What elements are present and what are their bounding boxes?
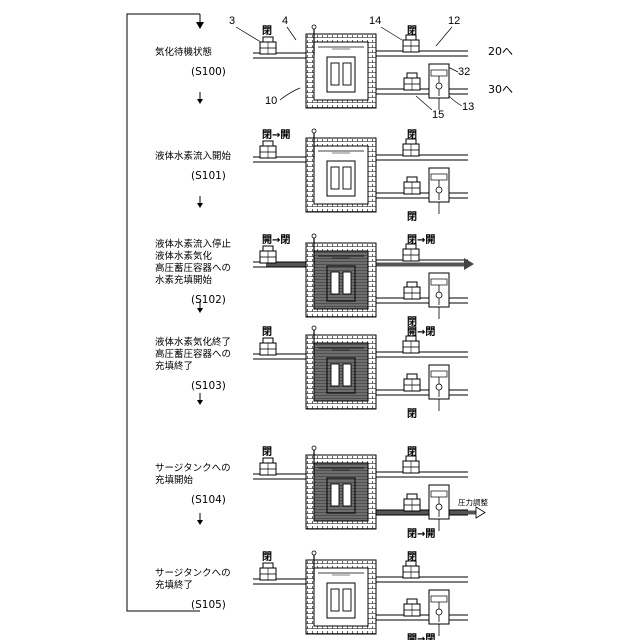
step-description: サージタンクへの [155, 568, 231, 579]
valve-state-label: 開→閉 [407, 633, 435, 640]
step-panel: サージタンクへの充填開始 (S104) 圧力調整 閉 閉閉→開 [155, 446, 488, 540]
step-description: 充填終了 [155, 579, 193, 591]
inlet-valve [260, 141, 276, 158]
flow-arrowhead [197, 99, 203, 104]
upper-outlet-valve [403, 139, 419, 156]
upper-outlet-valve [403, 35, 419, 52]
valve-state-label: 閉 [407, 551, 417, 563]
step-code: (S102) [191, 294, 226, 306]
loop-return-line [127, 14, 204, 611]
flow-arrowhead [197, 520, 203, 525]
upper-outlet-valve [403, 456, 419, 473]
step-panel: 液体水素流入開始(S101)閉→開閉閉 [155, 129, 468, 223]
dest-20: 20へ [488, 45, 513, 58]
valve-state-label: 閉 [262, 446, 272, 458]
ref-12: 12 [448, 15, 460, 27]
inlet-valve [260, 37, 276, 54]
ref-10: 10 [265, 95, 277, 107]
flow-arrowhead [197, 203, 203, 208]
valve-state-label: 閉 [262, 25, 272, 37]
step-code: (S101) [191, 170, 226, 182]
ref-14: 14 [369, 15, 381, 27]
valve-state-label: 閉→開 [262, 129, 290, 141]
valve-state-label: 開→閉 [407, 326, 435, 338]
lower-outlet-valve [404, 177, 420, 194]
step-code: (S105) [191, 599, 226, 611]
dest-30: 30へ [488, 83, 513, 96]
lower-outlet-valve [404, 494, 420, 511]
valve-state-label: 閉→開 [407, 528, 435, 540]
valve-state-label: 閉 [407, 211, 417, 223]
lower-outlet-valve [404, 374, 420, 391]
ref-13: 13 [462, 101, 474, 113]
upper-outlet-valve [403, 244, 419, 261]
lower-outlet-valve [404, 282, 420, 299]
inlet-valve [260, 246, 276, 263]
step-panel: サージタンクへの充填終了 (S105) 閉 閉開→閉 [155, 551, 468, 640]
step-code: (S103) [191, 380, 226, 392]
upper-outlet-valve [403, 336, 419, 353]
step-description: 高圧蓄圧容器への [155, 262, 231, 274]
flow-arrowhead [197, 400, 203, 405]
valve-state-label: 閉 [407, 129, 417, 141]
valve-state-label: 閉 [262, 551, 272, 563]
lower-outlet-valve [404, 599, 420, 616]
step-description: 液体水素流入停止 [155, 238, 232, 250]
step-description: 液体水素流入開始 [155, 150, 232, 162]
lower-outlet-valve [404, 73, 420, 90]
step-panel: 液体水素気化終了高圧蓄圧容器への充填終了(S103)閉開→閉閉 [155, 326, 468, 420]
step-code: (S100) [191, 66, 226, 78]
step-description: 液体水素気化終了 [155, 336, 231, 348]
upper-outlet-valve [403, 561, 419, 578]
step-description: 水素充填開始 [155, 274, 213, 286]
ref-32: 32 [458, 66, 470, 78]
valve-state-label: 閉→開 [407, 234, 435, 246]
ref-4: 4 [282, 15, 288, 27]
step-description: サージタンクへの [155, 463, 231, 474]
step-description: 充填終了 [155, 360, 193, 372]
ref-15: 15 [432, 109, 444, 121]
step-description: 気化待機状態 [155, 46, 212, 58]
hydrogen-flow-lower [376, 511, 476, 515]
valve-state-label: 閉 [407, 408, 417, 420]
step-description: 充填開始 [155, 474, 194, 486]
inlet-valve [260, 458, 276, 475]
step-panel: 気化待機状態 (S100) 閉 閉 [155, 25, 468, 110]
flow-arrowhead [197, 308, 203, 313]
inlet-valve [260, 338, 276, 355]
step-code: (S104) [191, 494, 226, 506]
destination-labels: 20へ 30へ [488, 45, 513, 96]
valve-state-label: 開→閉 [262, 234, 290, 246]
step-description: 高圧蓄圧容器への [155, 348, 231, 360]
valve-state-label: 閉 [262, 326, 272, 338]
pressure-adjust-label: 圧力調整 [458, 497, 488, 507]
step-panel: 液体水素流入停止液体水素気化高圧蓄圧容器への水素充填開始 (S102) 開→閉 閉→開… [155, 234, 474, 328]
ref-3: 3 [229, 15, 235, 27]
inlet-valve [260, 563, 276, 580]
valve-state-label: 閉 [407, 25, 417, 37]
step-description: 液体水素気化 [155, 250, 213, 262]
valve-state-label: 閉 [407, 446, 417, 458]
